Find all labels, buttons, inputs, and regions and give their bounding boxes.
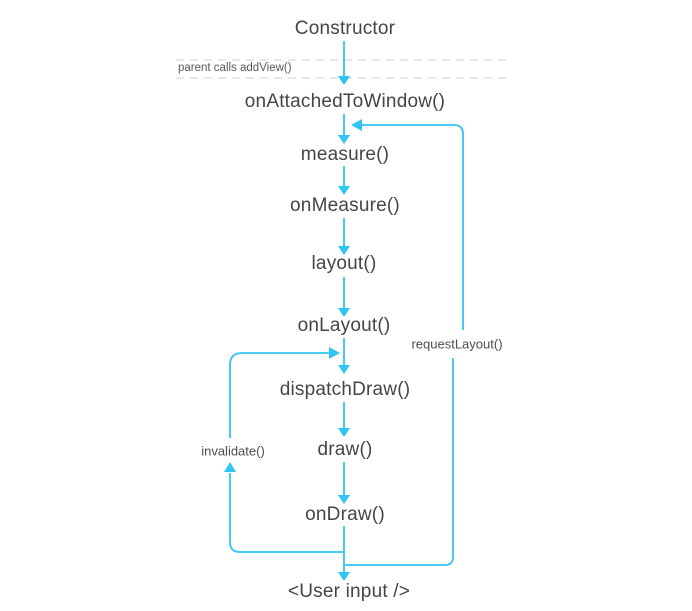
label-requestlayout: requestLayout() [411,336,503,352]
arrow-constructor-to-onattachedtowindow [338,41,350,85]
arrow-draw-to-ondraw [338,462,350,504]
arrow-measure-to-onmeasure [338,166,350,195]
arrow-dispatchdraw-to-draw [338,402,350,437]
arrow-onmeasure-to-layout [338,218,350,255]
arrow-layout-to-onlayout [338,277,350,317]
arrow-ondraw-to-userinput [338,526,350,581]
node-onmeasure: onMeasure() [290,195,400,216]
node-measure: measure() [300,144,390,165]
node-layout: layout() [311,253,377,274]
arrow-onattachedtowindow-to-measure [338,114,350,144]
arrow-onlayout-to-dispatchdraw [338,338,350,374]
node-draw: draw() [317,439,373,460]
node-dispatchdraw: dispatchDraw() [279,379,411,400]
requestlayout-loop [345,119,464,566]
label-parent-calls-addview: parent calls addView() [178,62,292,74]
node-constructor: Constructor [294,18,396,39]
label-invalidate: invalidate() [201,443,265,459]
invalidate-loop [224,347,344,553]
node-ondraw: onDraw() [305,504,385,525]
node-user-input: <User input /> [287,581,411,602]
node-onlayout: onLayout() [297,315,391,336]
node-onattachedtowindow: onAttachedToWindow() [244,91,446,112]
